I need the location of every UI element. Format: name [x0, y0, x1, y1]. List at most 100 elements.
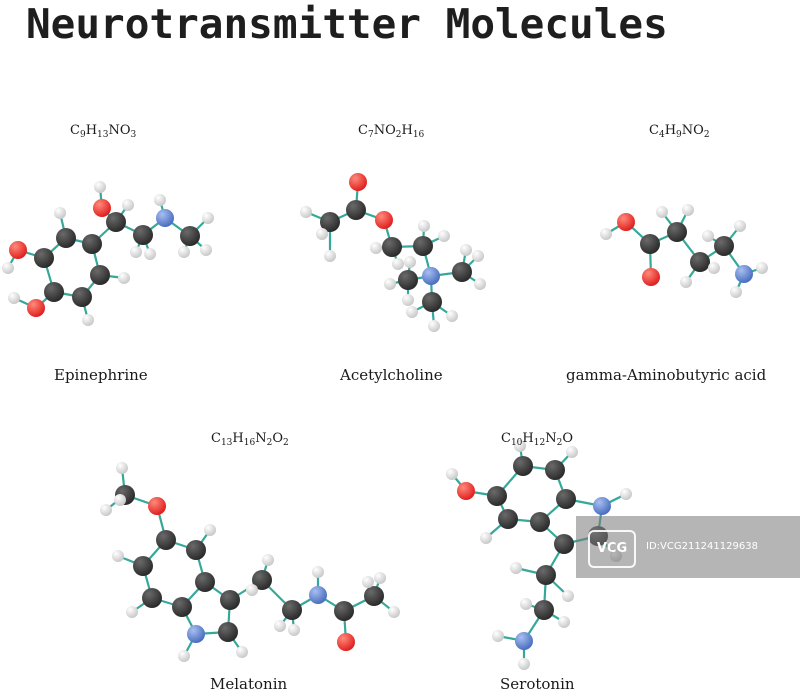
atom-hydrogen: [392, 258, 404, 270]
molecule-acetylcholine: [300, 173, 486, 332]
atom-hydrogen: [114, 494, 126, 506]
atom-hydrogen: [384, 278, 396, 290]
atom-hydrogen: [374, 572, 386, 584]
atom-hydrogen: [204, 524, 216, 536]
atom-hydrogen: [682, 204, 694, 216]
formula-melatonin: C13H16N2O2: [211, 431, 289, 448]
atom-hydrogen: [236, 646, 248, 658]
atom-hydrogen: [202, 212, 214, 224]
atom-carbon: [320, 212, 340, 232]
atom-hydrogen: [370, 242, 382, 254]
atom-hydrogen: [472, 250, 484, 262]
molecule-epinephrine: [2, 181, 214, 326]
atom-hydrogen: [510, 562, 522, 574]
atom-oxygen: [375, 211, 393, 229]
atom-hydrogen: [324, 250, 336, 262]
atom-carbon: [82, 234, 102, 254]
molecule-melatonin: [100, 462, 400, 662]
atom-hydrogen: [708, 262, 720, 274]
atom-hydrogen: [274, 620, 286, 632]
atom-hydrogen: [312, 566, 324, 578]
atom-carbon: [545, 460, 565, 480]
atom-hydrogen: [118, 272, 130, 284]
atom-hydrogen: [262, 554, 274, 566]
atom-hydrogen: [600, 228, 612, 240]
atom-carbon: [106, 212, 126, 232]
atom-hydrogen: [438, 230, 450, 242]
atom-oxygen: [349, 173, 367, 191]
atom-hydrogen: [316, 228, 328, 240]
formula-gaba: C4H9NO2: [649, 123, 710, 140]
atom-carbon: [530, 512, 550, 532]
atom-hydrogen: [446, 310, 458, 322]
atom-carbon: [452, 262, 472, 282]
atom-hydrogen: [518, 658, 530, 670]
atom-carbon: [536, 565, 556, 585]
name-serotonin: Serotonin: [500, 675, 575, 693]
atom-hydrogen: [126, 606, 138, 618]
atom-carbon: [487, 486, 507, 506]
name-acetylcholine: Acetylcholine: [340, 366, 443, 384]
atom-nitrogen: [309, 586, 327, 604]
atom-oxygen: [617, 213, 635, 231]
atom-hydrogen: [562, 590, 574, 602]
atom-carbon: [398, 270, 418, 290]
atom-carbon: [556, 489, 576, 509]
atom-carbon: [498, 509, 518, 529]
atom-hydrogen: [94, 181, 106, 193]
atom-hydrogen: [402, 294, 414, 306]
atom-hydrogen: [566, 446, 578, 458]
atom-nitrogen: [593, 497, 611, 515]
atom-hydrogen: [474, 278, 486, 290]
atom-hydrogen: [730, 286, 742, 298]
atom-hydrogen: [362, 576, 374, 588]
formula-serotonin: C10H12N2O: [501, 431, 573, 448]
atom-carbon: [186, 540, 206, 560]
atom-hydrogen: [154, 194, 166, 206]
atom-carbon: [252, 570, 272, 590]
atom-hydrogen: [406, 306, 418, 318]
atom-carbon: [34, 248, 54, 268]
atom-carbon: [690, 252, 710, 272]
atom-hydrogen: [288, 624, 300, 636]
atom-carbon: [364, 586, 384, 606]
atom-hydrogen: [116, 462, 128, 474]
atom-hydrogen: [122, 199, 134, 211]
atom-carbon: [56, 228, 76, 248]
atom-hydrogen: [2, 262, 14, 274]
atom-hydrogen: [680, 276, 692, 288]
atom-hydrogen: [100, 504, 112, 516]
atom-oxygen: [27, 299, 45, 317]
atom-carbon: [346, 200, 366, 220]
name-gaba: gamma-Aminobutyric acid: [566, 366, 767, 384]
atom-hydrogen: [246, 584, 258, 596]
atom-hydrogen: [200, 244, 212, 256]
atom-carbon: [133, 225, 153, 245]
atom-carbon: [554, 534, 574, 554]
atom-nitrogen: [422, 267, 440, 285]
atom-oxygen: [93, 199, 111, 217]
atom-carbon: [422, 292, 442, 312]
atom-carbon: [513, 456, 533, 476]
atom-carbon: [195, 572, 215, 592]
atom-carbon: [180, 226, 200, 246]
molecule-gaba: [600, 204, 768, 298]
atom-hydrogen: [428, 320, 440, 332]
atom-hydrogen: [8, 292, 20, 304]
atom-oxygen: [642, 268, 660, 286]
atom-carbon: [218, 622, 238, 642]
atom-hydrogen: [734, 220, 746, 232]
atom-carbon: [172, 597, 192, 617]
watermark-logo: VCG: [588, 530, 636, 568]
atom-hydrogen: [492, 630, 504, 642]
atom-carbon: [534, 600, 554, 620]
atom-oxygen: [337, 633, 355, 651]
atom-hydrogen: [446, 468, 458, 480]
atom-carbon: [142, 588, 162, 608]
page-title: Neurotransmitter Molecules: [26, 0, 668, 48]
atom-carbon: [90, 265, 110, 285]
atom-carbon: [156, 530, 176, 550]
atom-carbon: [72, 287, 92, 307]
atom-hydrogen: [656, 206, 668, 218]
atom-carbon: [714, 236, 734, 256]
